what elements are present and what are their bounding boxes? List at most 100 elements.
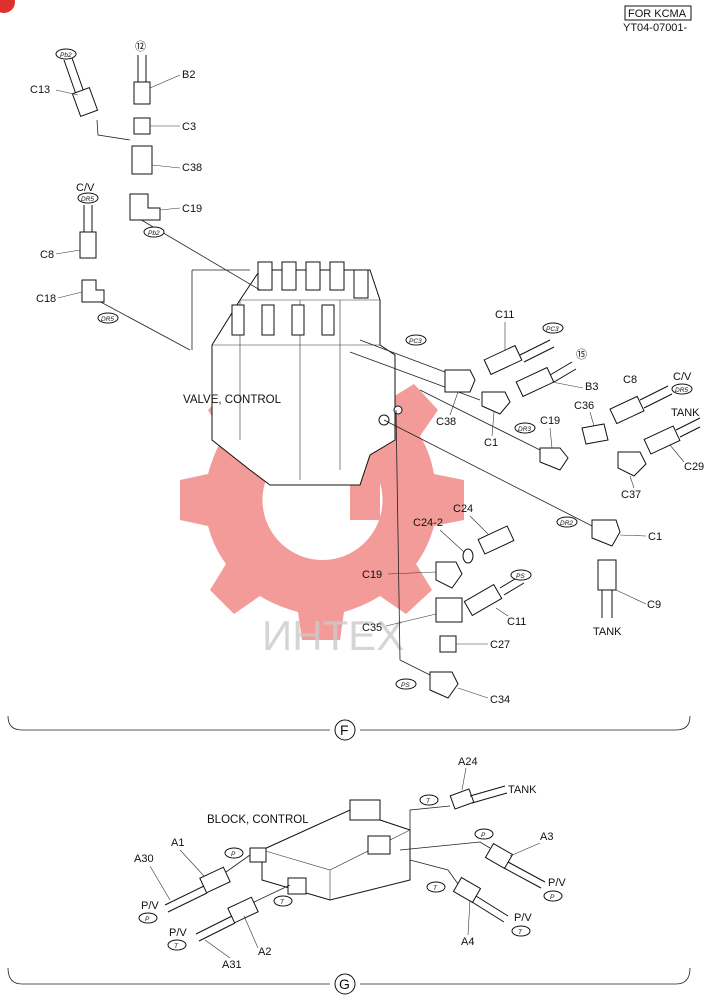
part-c24-2-oring [462, 548, 474, 564]
label-c18: C18 [36, 293, 56, 305]
label-c1-mid: C1 [484, 437, 498, 449]
port-dr5-a: DR5 [81, 196, 94, 203]
port-ps-b: PS [401, 682, 410, 689]
label-c34: C34 [490, 694, 510, 706]
part-c24-sensor [477, 525, 515, 555]
label-pv-b: P/V [514, 912, 532, 924]
label-a3: A3 [540, 831, 553, 843]
label-pv-a: P/V [548, 877, 566, 889]
model-box-frame [624, 5, 692, 21]
label-a4: A4 [461, 936, 474, 948]
label-c24: C24 [453, 503, 473, 515]
port-t-b: T [280, 899, 285, 906]
part-c35-tee [435, 597, 463, 623]
part-c34-elbow [429, 671, 459, 699]
section-g-marker: G [339, 976, 350, 992]
part-c19-elbow-top [129, 193, 161, 221]
port-pc3-a: PC3 [409, 338, 422, 345]
port-dr3-a: DR3 [518, 426, 531, 433]
port-pc3-b: PC3 [546, 326, 559, 333]
label-a31: A31 [222, 959, 242, 971]
section-f-marker: F [340, 722, 349, 738]
port-dr2: DR2 [560, 520, 573, 527]
label-tank-g: TANK [508, 784, 537, 796]
label-c19-mid: C19 [540, 415, 560, 427]
port-pb2-a: Pb2 [60, 52, 72, 59]
label-a2: A2 [258, 946, 271, 958]
port-p-d: P [145, 916, 150, 923]
block-control-label: BLOCK, CONTROL [207, 814, 309, 826]
part-c19-elbow-mid [539, 447, 569, 471]
section-g-port-tags: T P P T T P P T T [138, 794, 563, 951]
part-a3-hose [484, 842, 546, 889]
port-p-a: P [481, 832, 486, 839]
section-g-bracket: G [7, 967, 691, 995]
port-dr5-b: DR5 [101, 316, 114, 323]
part-a1-hose [164, 866, 231, 913]
corner-badge-icon [0, 0, 15, 13]
port-pb2-b: Pb2 [148, 230, 160, 237]
label-c38-top: C38 [182, 162, 202, 174]
label-n15: ⑮ [576, 348, 587, 361]
label-c9: C9 [647, 599, 661, 611]
part-c36-tee [581, 423, 609, 445]
label-tank-right: TANK [671, 407, 700, 419]
label-c13: C13 [30, 84, 50, 96]
port-t-a: T [426, 798, 431, 805]
part-a4-hose [452, 876, 509, 923]
label-c19-low: C19 [362, 569, 382, 581]
label-pv-c: P/V [141, 900, 159, 912]
part-b2-hose [133, 55, 151, 105]
label-c27: C27 [490, 639, 510, 651]
leader-lines-g [225, 805, 491, 905]
label-b2: B2 [182, 69, 195, 81]
label-c24-2: C24-2 [413, 517, 443, 529]
label-a30: A30 [134, 853, 154, 865]
label-c3: C3 [182, 121, 196, 133]
part-c1-elbow-mid [481, 391, 511, 415]
section-f-port-tags: Pb2 Pb2 DR5 DR5 PC3 PC3 DR3 DR5 DR2 PS P… [55, 48, 693, 690]
label-a24: A24 [458, 756, 478, 768]
model-box-text: FOR KCMA [628, 8, 687, 20]
part-b3-hose [515, 361, 577, 398]
port-t-c: T [433, 885, 438, 892]
part-c13-hose [63, 57, 99, 117]
label-a1: A1 [171, 837, 184, 849]
port-ps-a: PS [516, 573, 525, 580]
label-b3: B3 [585, 381, 598, 393]
part-c8-hose-left [79, 205, 97, 259]
port-p-c: P [550, 894, 555, 901]
label-cv-left: C/V [76, 182, 95, 194]
part-c1-elbow-low [591, 519, 621, 547]
part-c27-adapter [439, 635, 457, 653]
label-cv-right: C/V [673, 371, 692, 383]
part-c18-elbow [81, 279, 105, 303]
label-c35: C35 [362, 622, 382, 634]
part-a24-hose [449, 785, 508, 810]
label-c1-low: C1 [648, 531, 662, 543]
label-tank-low: TANK [593, 626, 622, 638]
part-c11-hose-low [463, 575, 525, 617]
control-block-body [249, 799, 411, 901]
part-c3-adapter [133, 117, 151, 135]
section-g-labels: A24 TANK A3 P/V P/V A4 A1 A30 P/V P/V A2… [134, 756, 566, 971]
label-n12: ⑫ [135, 40, 146, 53]
section-f-labels: ⑫ B2 C13 C3 C38 C19 C/V C8 C18 C11 ⑮ B3 … [30, 40, 704, 706]
part-a2-hose [195, 896, 259, 942]
part-c8-hose-right [609, 385, 673, 425]
control-valve-body [211, 261, 403, 486]
watermark-text: ИНТЕХ [262, 612, 404, 659]
port-t-d: T [518, 929, 523, 936]
part-c38-tee [131, 145, 153, 175]
part-c29-hose [643, 417, 701, 455]
port-p-b: P [231, 851, 236, 858]
label-c37: C37 [621, 489, 641, 501]
part-c19-elbow-low [435, 561, 463, 589]
label-c19-top: C19 [182, 203, 202, 215]
label-pv-d: P/V [169, 927, 187, 939]
part-c9-hose [597, 559, 617, 618]
part-c37-elbow [617, 451, 647, 477]
label-c36: C36 [574, 400, 594, 412]
label-c8-right: C8 [623, 374, 637, 386]
